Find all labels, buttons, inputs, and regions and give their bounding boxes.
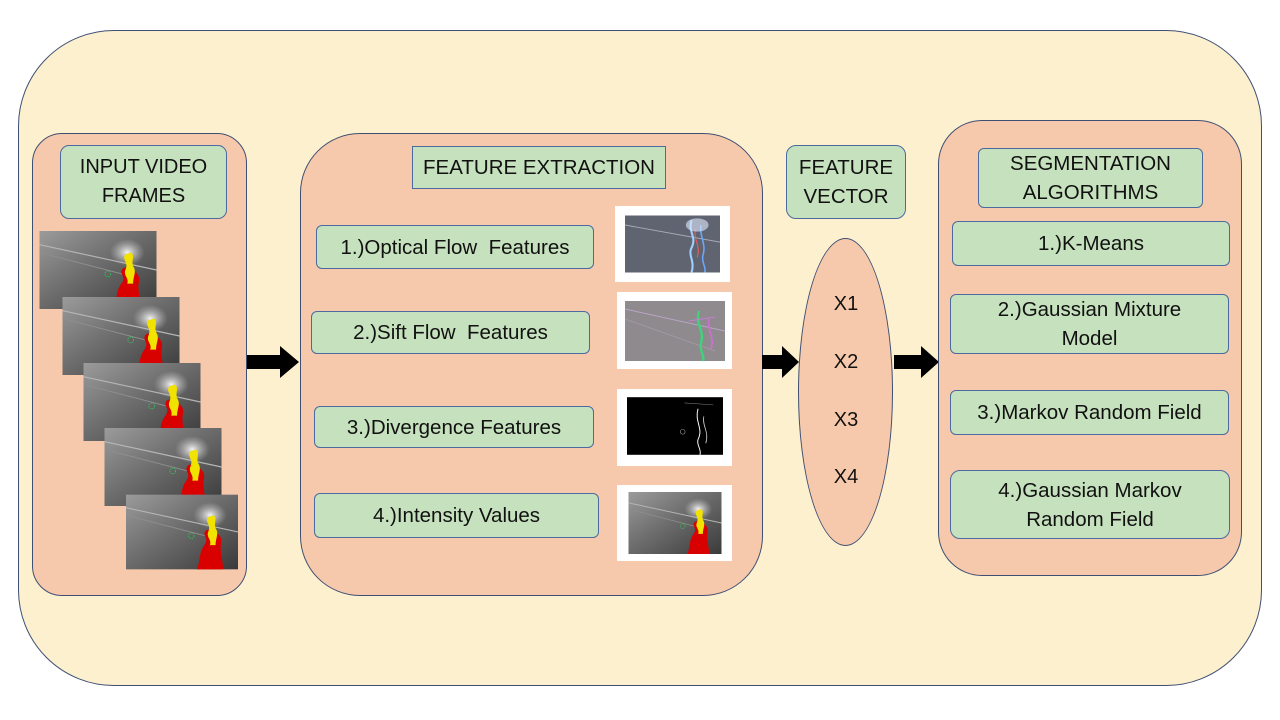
feature-vector-title: FEATURE VECTOR — [786, 145, 906, 219]
feature-vector-x3: X3 — [833, 409, 859, 431]
input-frames-title: INPUT VIDEO FRAMES — [60, 145, 227, 219]
arrow-right-icon — [762, 346, 799, 378]
feature-vector-x1: X1 — [833, 293, 859, 315]
divergence-thumbnail — [617, 389, 732, 466]
feature-vector-x4: X4 — [833, 466, 859, 488]
optical-flow-thumbnail — [615, 206, 730, 282]
feature-vector-ellipse — [798, 238, 893, 546]
segmentation-item-gmrf: 4.)Gaussian Markov Random Field — [950, 470, 1230, 539]
feature-item-intensity: 4.)Intensity Values — [314, 493, 599, 538]
segmentation-item-mrf: 3.)Markov Random Field — [950, 390, 1229, 435]
intensity-thumbnail — [617, 485, 732, 561]
feature-item-optical-flow: 1.)Optical Flow Features — [316, 225, 594, 269]
feature-vector-x2: X2 — [833, 351, 859, 373]
segmentation-item-gmm: 2.)Gaussian Mixture Model — [950, 294, 1229, 354]
sift-flow-thumbnail — [617, 292, 732, 369]
segmentation-title: SEGMENTATION ALGORITHMS — [978, 148, 1203, 208]
feature-extraction-title: FEATURE EXTRACTION — [412, 146, 666, 189]
arrow-right-icon — [894, 346, 939, 378]
video-frame-5 — [126, 494, 238, 570]
arrow-right-icon — [247, 346, 299, 378]
segmentation-item-kmeans: 1.)K-Means — [952, 221, 1230, 266]
feature-item-divergence: 3.)Divergence Features — [314, 406, 594, 448]
feature-item-sift-flow: 2.)Sift Flow Features — [311, 311, 590, 354]
